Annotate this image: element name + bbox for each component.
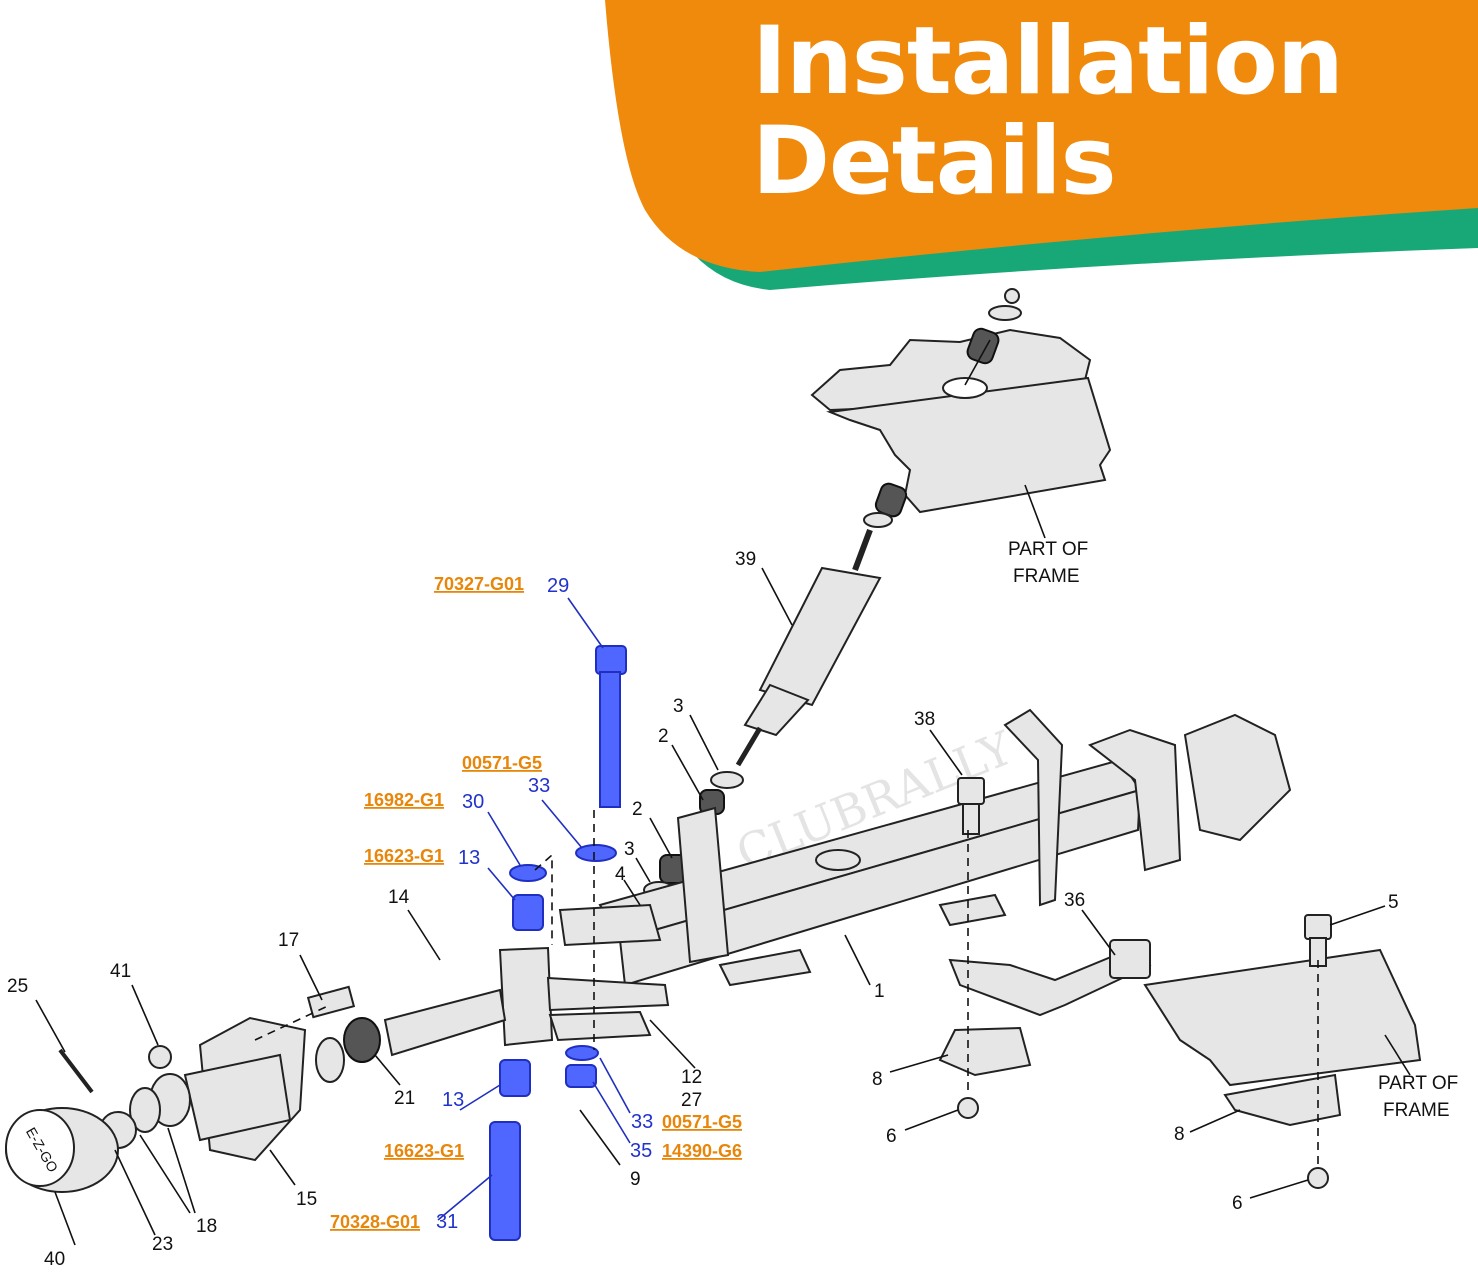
callout-40: 40 <box>44 1249 65 1270</box>
callout-18: 18 <box>196 1216 217 1237</box>
leader-lines <box>35 484 1411 1246</box>
thrust-washer <box>509 864 547 882</box>
blue-callout-13b: 13 <box>442 1089 464 1111</box>
blue-callout-30: 30 <box>462 791 484 813</box>
dust-cap: E-Z-GO <box>5 1107 119 1193</box>
callout-39: 39 <box>735 549 756 570</box>
callout-8a: 8 <box>872 1069 883 1090</box>
frame-label-bottom-1: PART OF <box>1378 1073 1458 1094</box>
callout-9: 9 <box>630 1169 641 1190</box>
top-mount-hardware <box>863 288 1022 528</box>
frame-label-bottom-2: FRAME <box>1383 1100 1450 1121</box>
callout-5: 5 <box>1388 892 1399 913</box>
bushing-lower <box>499 1059 531 1097</box>
washer-lower <box>565 1045 599 1061</box>
callout-3b: 3 <box>624 839 635 860</box>
blue-callout-31: 31 <box>436 1211 458 1233</box>
blue-leader-lines <box>437 597 631 1221</box>
part-number-14390: 14390-G6 <box>662 1141 742 1161</box>
main-beam <box>598 708 1292 987</box>
part-number-16623-bottom: 16623-G1 <box>384 1141 464 1161</box>
callout-23: 23 <box>152 1234 173 1255</box>
banner-title: Installation Details <box>752 7 1344 216</box>
callout-6b: 6 <box>1232 1193 1243 1214</box>
blue-callout-33b: 33 <box>631 1111 653 1133</box>
part-number-70328: 70328-G01 <box>330 1212 420 1232</box>
frame-label-top-1: PART OF <box>1008 539 1088 560</box>
callout-1: 1 <box>874 981 885 1002</box>
callout-17: 17 <box>278 930 299 951</box>
banner-green-stripe <box>690 205 1478 290</box>
callout-36: 36 <box>1064 890 1085 911</box>
blue-callout-35: 35 <box>630 1140 652 1162</box>
part-number-00571-top: 00571-G5 <box>462 753 542 773</box>
callout-8b: 8 <box>1174 1124 1185 1145</box>
callout-3a: 3 <box>673 696 684 717</box>
blue-callout-33a: 33 <box>528 775 550 797</box>
highlighted-parts <box>489 645 627 1241</box>
callout-27: 27 <box>681 1090 702 1111</box>
washer-top <box>575 844 617 862</box>
callout-2a: 2 <box>658 726 669 747</box>
callout-15: 15 <box>296 1189 317 1210</box>
callout-25: 25 <box>7 976 28 997</box>
part-number-70327: 70327-G01 <box>434 574 524 594</box>
callout-4: 4 <box>615 864 626 885</box>
banner-orange <box>605 0 1478 272</box>
leaf-spring-and-brackets <box>938 777 1422 1189</box>
callout-21: 21 <box>394 1088 415 1109</box>
callout-6a: 6 <box>886 1126 897 1147</box>
blue-callout-13a: 13 <box>458 847 480 869</box>
nut-lower <box>565 1064 597 1088</box>
banner-title-line2: Details <box>752 107 1117 216</box>
bushing-upper <box>512 894 544 931</box>
spindle-assembly <box>58 903 670 1162</box>
frame-label-top-2: FRAME <box>1013 566 1080 587</box>
blue-callout-29: 29 <box>547 575 569 597</box>
shock-absorber <box>735 528 882 767</box>
callout-14: 14 <box>388 887 410 908</box>
top-frame-piece <box>810 328 1112 514</box>
bolt-head <box>595 645 627 675</box>
callout-38: 38 <box>914 709 935 730</box>
callout-2b: 2 <box>632 799 643 820</box>
part-number-00571-bottom: 00571-G5 <box>662 1112 742 1132</box>
callout-41: 41 <box>110 961 131 982</box>
pin-lower <box>489 1121 521 1241</box>
assembly-guides <box>254 810 1319 1165</box>
callout-12: 12 <box>681 1067 702 1088</box>
part-number-16623-top: 16623-G1 <box>364 846 444 866</box>
part-number-16982: 16982-G1 <box>364 790 444 810</box>
banner-title-line1: Installation <box>752 7 1344 116</box>
bolt-shaft <box>599 671 621 808</box>
